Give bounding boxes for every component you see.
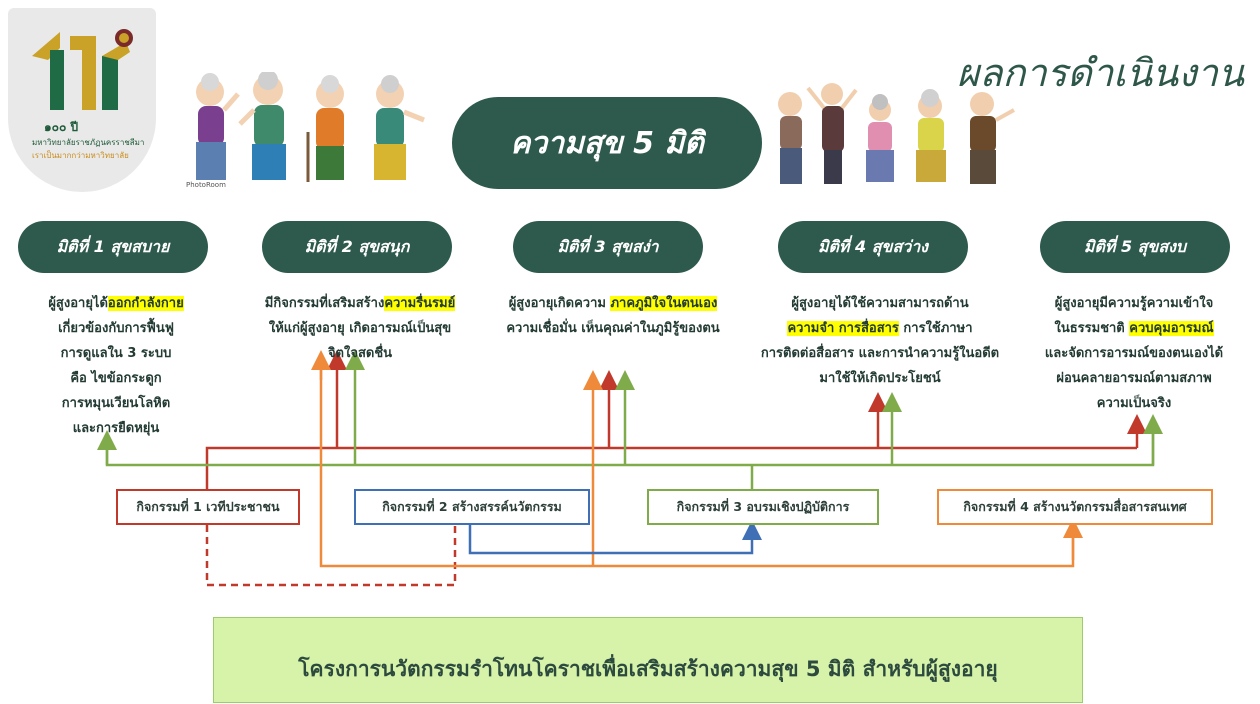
description-line: และจัดการอารมณ์ของตนเองได้ — [1028, 341, 1240, 366]
description-line: จิตใจสดชื่น — [240, 341, 480, 366]
description-line: และการยืดหยุ่น — [26, 416, 206, 441]
dimension-4-description: ผู้สูงอายุได้ใช้ความสามารถด้านความจำ การ… — [732, 291, 1028, 391]
activity-2-box: กิจกรรมที่ 2 สร้างสรรค์นวัตกรรม — [354, 489, 590, 525]
dancing-elderly-illustration — [778, 83, 1015, 184]
description-line: การดูแลใน 3 ระบบ — [26, 341, 206, 366]
activity1-connector — [205, 350, 1147, 587]
description-text: ผู้สูงอายุเกิดความ — [508, 296, 611, 311]
description-text: ให้แก่ผู้สูงอายุ เกิดอารมณ์เป็นสุข — [268, 321, 452, 336]
elder-figure — [916, 89, 946, 182]
logo-year: ๑๐๐ ปี — [44, 120, 79, 134]
university-logo: ๑๐๐ ปี มหาวิทยาลัยราชภัฏนครราชสีมา เราเป… — [8, 8, 156, 192]
elder-figure — [374, 75, 425, 180]
description-text: การติดต่อสื่อสาร และการนำความรู้ในอดีต — [760, 346, 1000, 361]
description-line: การหมุนเวียนโลหิต — [26, 391, 206, 416]
description-text: การดูแลใน 3 ระบบ — [60, 346, 172, 361]
description-line: ผ่อนคลายอารมณ์ตามสภาพ — [1028, 366, 1240, 391]
elder-figure — [306, 75, 344, 182]
elder-figure — [778, 92, 802, 184]
description-text: คือ ไขข้อกระดูก — [70, 371, 162, 386]
dimension-2-pill: มิติที่ 2 สุขสนุก — [262, 221, 452, 273]
center-theme-pill: ความสุข 5 มิติ — [452, 97, 762, 189]
description-text: การใช้ภาษา — [898, 321, 973, 336]
dimension-1-pill: มิติที่ 1 สุขสบาย — [18, 221, 208, 273]
logo-university-name: มหาวิทยาลัยราชภัฏนครราชสีมา — [32, 138, 145, 147]
description-line: มาใช้ให้เกิดประโยชน์ — [732, 366, 1028, 391]
project-title-banner: โครงการนวัตกรรมรำโทนโคราชเพื่อเสริมสร้าง… — [213, 617, 1083, 703]
highlighted-text: ควบคุมอารมณ์ — [1129, 321, 1214, 336]
dimension-3-description: ผู้สูงอายุเกิดความ ภาคภูมิใจในตนเองความเ… — [478, 291, 748, 341]
description-text: ผู้สูงอายุได้ — [48, 296, 108, 311]
description-line: การติดต่อสื่อสาร และการนำความรู้ในอดีต — [732, 341, 1028, 366]
dimension-5-pill: มิติที่ 5 สุขสงบ — [1040, 221, 1230, 273]
highlighted-text: ความรื่นรมย์ — [384, 296, 456, 311]
description-line: ความจำ การสื่อสาร การใช้ภาษา — [732, 316, 1028, 341]
description-text: ในธรรมชาติ — [1054, 321, 1130, 336]
elder-figure — [806, 83, 858, 184]
description-line: ผู้สูงอายุได้ใช้ความสามารถด้าน — [732, 291, 1028, 316]
highlighted-text: ภาคภูมิใจในตนเอง — [610, 296, 718, 311]
highlighted-text: ความจำ การสื่อสาร — [787, 321, 899, 336]
description-line: ในธรรมชาติ ควบคุมอารมณ์ — [1028, 316, 1240, 341]
elderly-group-illustration — [196, 72, 425, 182]
description-text: ผ่อนคลายอารมณ์ตามสภาพ — [1056, 371, 1212, 386]
description-text: มีกิจกรรมที่เสริมสร้าง — [264, 296, 385, 311]
activity-4-box: กิจกรรมที่ 4 สร้างนวัตกรรมสื่อสารสนเทศ — [937, 489, 1213, 525]
description-line: ความเชื่อมั่น เห็นคุณค่าในภูมิรู้ของตน — [478, 316, 748, 341]
description-text: และการยืดหยุ่น — [72, 421, 160, 436]
elder-figure — [866, 94, 894, 182]
description-text: การหมุนเวียนโลหิต — [61, 396, 171, 411]
project-title: โครงการนวัตกรรมรำโทนโคราชเพื่อเสริมสร้าง… — [298, 657, 998, 681]
centennial-logo-icon — [32, 29, 133, 110]
description-line: ให้แก่ผู้สูงอายุ เกิดอารมณ์เป็นสุข — [240, 316, 480, 341]
highlighted-text: ออกกำลังกาย — [107, 296, 184, 311]
description-line: เกี่ยวข้องกับการฟื้นฟู — [26, 316, 206, 341]
description-text: ความเป็นจริง — [1096, 396, 1172, 411]
description-line: ผู้สูงอายุเกิดความ ภาคภูมิใจในตนเอง — [478, 291, 748, 316]
dimension-1-description: ผู้สูงอายุได้ออกกำลังกายเกี่ยวข้องกับการ… — [26, 291, 206, 441]
dimension-3-pill: มิติที่ 3 สุขสง่า — [513, 221, 703, 273]
description-text: ผู้สูงอายุมีความรู้ความเข้าใจ — [1054, 296, 1214, 311]
dimension-2-description: มีกิจกรรมที่เสริมสร้างความรื่นรมย์ให้แก่… — [240, 291, 480, 366]
description-text: และจัดการอารมณ์ของตนเองได้ — [1044, 346, 1224, 361]
logo-slogan: เราเป็นมากกว่ามหาวิทยาลัย — [32, 151, 129, 160]
elder-figure — [196, 73, 240, 180]
elder-figure — [238, 72, 286, 180]
activity-1-box: กิจกรรมที่ 1 เวทีประชาชน — [116, 489, 300, 525]
description-line: ความเป็นจริง — [1028, 391, 1240, 416]
description-text: ผู้สูงอายุได้ใช้ความสามารถด้าน — [791, 296, 969, 311]
dimension-5-description: ผู้สูงอายุมีความรู้ความเข้าใจในธรรมชาติ … — [1028, 291, 1240, 416]
description-text: ความเชื่อมั่น เห็นคุณค่าในภูมิรู้ของตน — [506, 321, 720, 336]
activity2-connector — [468, 520, 762, 555]
description-line: ผู้สูงอายุได้ออกกำลังกาย — [26, 291, 206, 316]
page-title: ผลการดำเนินงาน — [956, 51, 1244, 95]
photo-credit: PhotoRoom — [186, 181, 226, 189]
description-text: มาใช้ให้เกิดประโยชน์ — [819, 371, 941, 386]
description-line: มีกิจกรรมที่เสริมสร้างความรื่นรมย์ — [240, 291, 480, 316]
dimension-4-pill: มิติที่ 4 สุขสว่าง — [778, 221, 968, 273]
description-text: เกี่ยวข้องกับการฟื้นฟู — [58, 321, 174, 336]
description-line: ผู้สูงอายุมีความรู้ความเข้าใจ — [1028, 291, 1240, 316]
activity-3-box: กิจกรรมที่ 3 อบรมเชิงปฏิบัติการ — [647, 489, 879, 525]
elder-figure — [970, 92, 1015, 184]
description-text: จิตใจสดชื่น — [327, 346, 393, 361]
description-line: คือ ไขข้อกระดูก — [26, 366, 206, 391]
